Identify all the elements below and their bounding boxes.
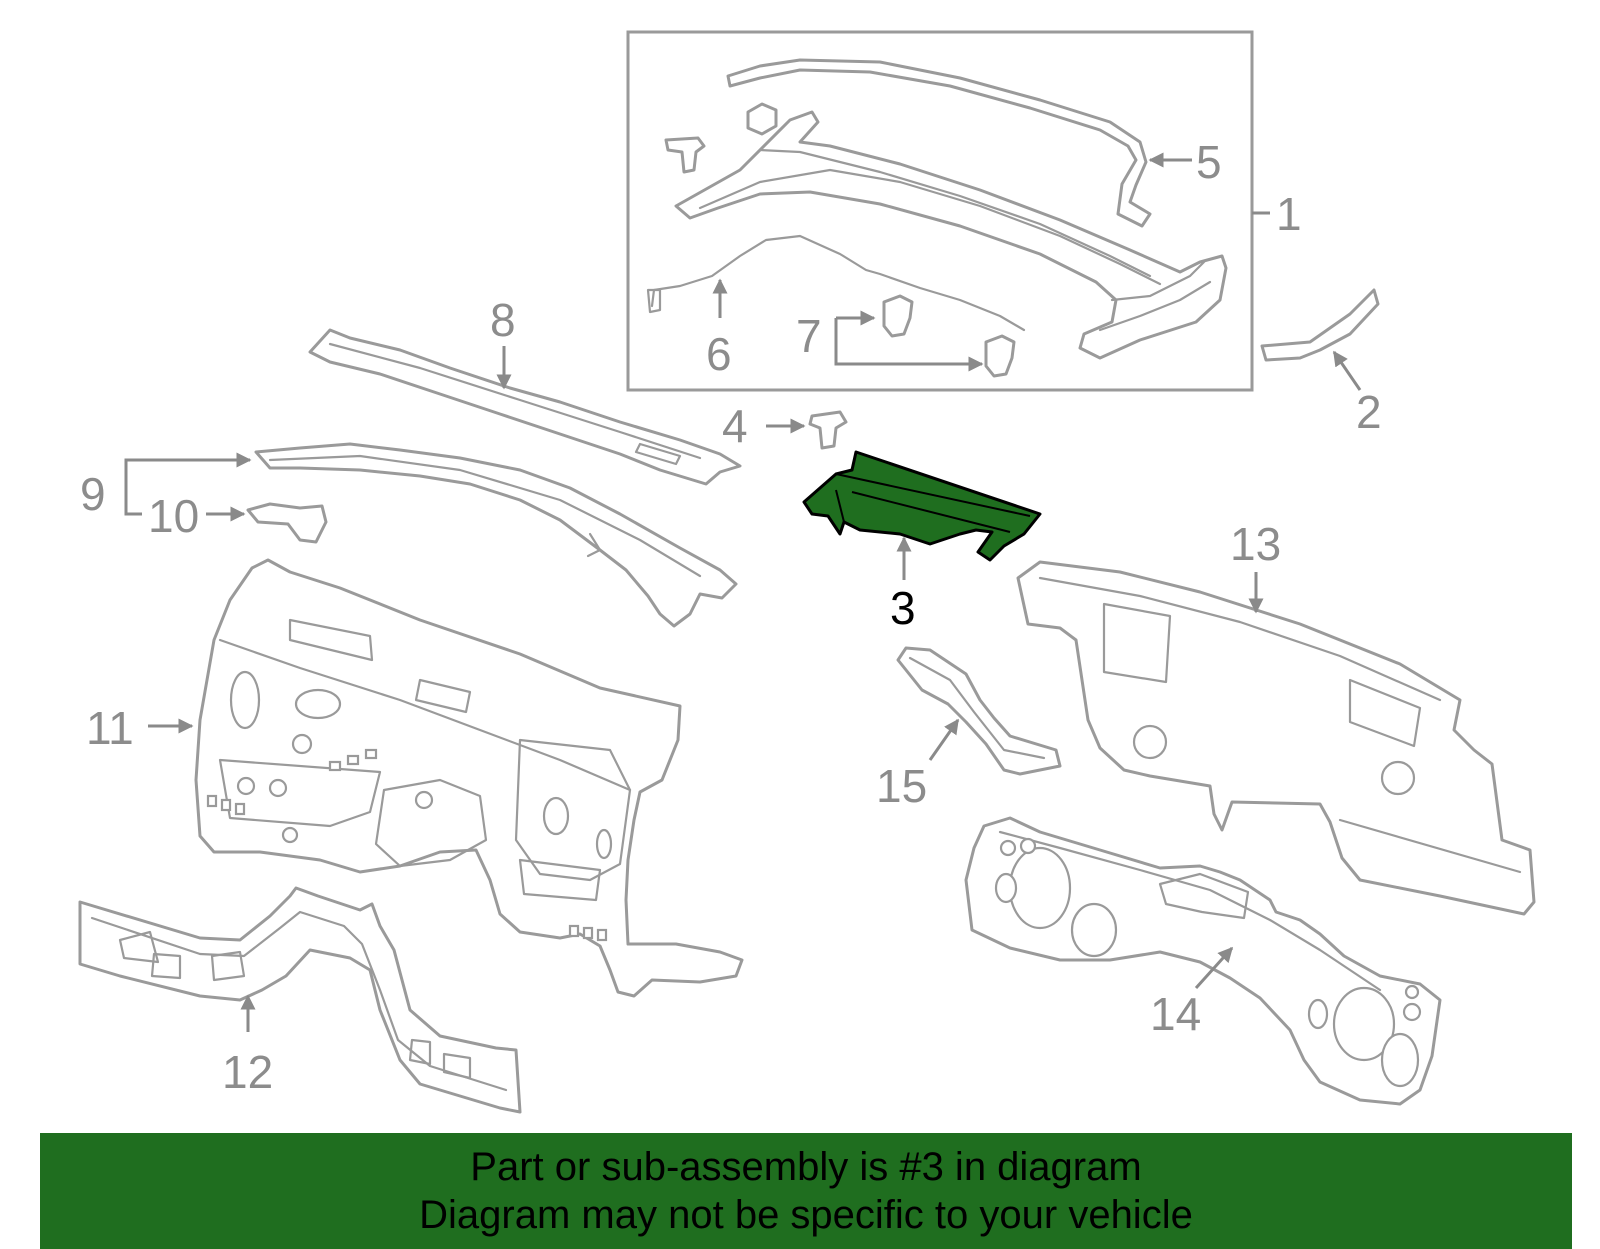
callout-7: 7 xyxy=(796,310,822,362)
part-14-dash-panel-right[interactable] xyxy=(964,816,1442,1106)
callout-14: 14 xyxy=(1150,988,1201,1040)
callout-5: 5 xyxy=(1196,136,1222,188)
part-2-bracket[interactable] xyxy=(1260,288,1380,362)
part-10-bracket[interactable] xyxy=(246,502,328,544)
callout-9: 9 xyxy=(80,468,106,520)
info-banner: Part or sub-assembly is #3 in diagram Di… xyxy=(40,1133,1572,1249)
part-15-brace[interactable] xyxy=(896,646,1062,776)
callout-3: 3 xyxy=(890,582,916,634)
assembly-1-box xyxy=(626,30,1254,392)
callout-15: 15 xyxy=(876,760,927,812)
part-5-seal[interactable] xyxy=(726,58,1152,228)
callout-6: 6 xyxy=(706,328,732,380)
callout-4: 4 xyxy=(722,400,748,452)
part-7-nozzle-a[interactable] xyxy=(882,294,914,338)
callout-2: 2 xyxy=(1356,386,1382,438)
part-6-washer-hose[interactable] xyxy=(646,234,1026,332)
part-3-highlighted[interactable] xyxy=(802,450,1042,562)
callout-8: 8 xyxy=(490,294,516,346)
callout-13: 13 xyxy=(1230,518,1281,570)
part-clip-top[interactable] xyxy=(746,102,778,136)
part-9-cowl-brace[interactable] xyxy=(254,442,738,628)
part-8-cowl-bar[interactable] xyxy=(308,328,742,486)
part-12-crossmember[interactable] xyxy=(78,886,522,1114)
callout-10: 10 xyxy=(148,490,199,542)
part-clip-left[interactable] xyxy=(664,136,706,174)
callout-1: 1 xyxy=(1276,188,1302,240)
part-4-clip[interactable] xyxy=(808,410,848,450)
banner-line-part: Part or sub-assembly is #3 in diagram xyxy=(470,1145,1142,1189)
part-11-dash-panel[interactable] xyxy=(194,558,744,998)
banner-line-disclaimer: Diagram may not be specific to your vehi… xyxy=(419,1193,1193,1237)
part-13-dash-insulator[interactable] xyxy=(1016,560,1536,916)
part-7-nozzle-b[interactable] xyxy=(984,334,1016,378)
callout-11: 11 xyxy=(86,702,134,754)
part-1-cowl-panel[interactable] xyxy=(674,110,1228,360)
leader-lines xyxy=(124,152,1362,1032)
callout-12: 12 xyxy=(222,1046,273,1098)
